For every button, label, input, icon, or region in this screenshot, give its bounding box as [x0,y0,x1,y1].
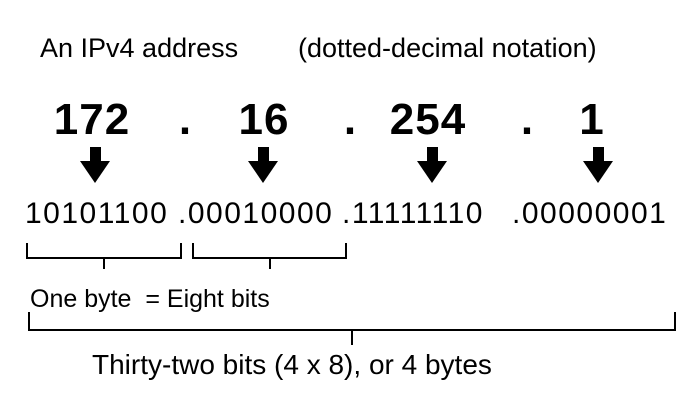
down-arrow-stem [89,147,101,161]
octet-decimal-1: 172 [53,95,131,144]
diagram-subtitle: (dotted-decimal notation) [298,33,597,63]
thirty-two-bit-bracket [28,312,676,345]
down-arrow-stem [257,147,269,161]
down-arrow-head [80,161,110,183]
diagram-title: An IPv4 address [40,33,239,63]
byte-equivalence-label: One byte = Eight bits [30,285,270,313]
octet-decimal-3: 254 [389,95,467,144]
total-bits-label: Thirty-two bits (4 x 8), or 4 bytes [92,349,492,380]
down-arrow-icon [583,147,613,183]
down-arrow-stem [592,147,604,161]
octet-binary-2: .00010000 [178,197,334,230]
dot-separator: . [343,95,357,144]
dot-separator: . [520,95,534,144]
octet-decimal-4: 1 [579,95,605,144]
dot-separator: . [178,95,192,144]
octet-decimal-2: 16 [238,95,290,144]
down-arrow-head [417,161,447,183]
bracket-center-tick [268,257,271,269]
octet-binary-4: .00000001 [512,197,668,230]
bracket-center-tick [351,329,353,345]
down-arrow-stem [426,147,438,161]
down-arrow-icon [80,147,110,183]
bracket-center-tick [103,257,105,269]
octet-binary-1: 10101100 [25,197,169,230]
down-arrow-head [583,161,613,183]
down-arrow-head [248,161,278,183]
octet-binary-3: .11111110 [342,197,484,230]
down-arrow-icon [248,147,278,183]
byte-bracket-2 [192,243,347,269]
byte-bracket-1 [26,243,182,269]
down-arrow-icon [417,147,447,183]
